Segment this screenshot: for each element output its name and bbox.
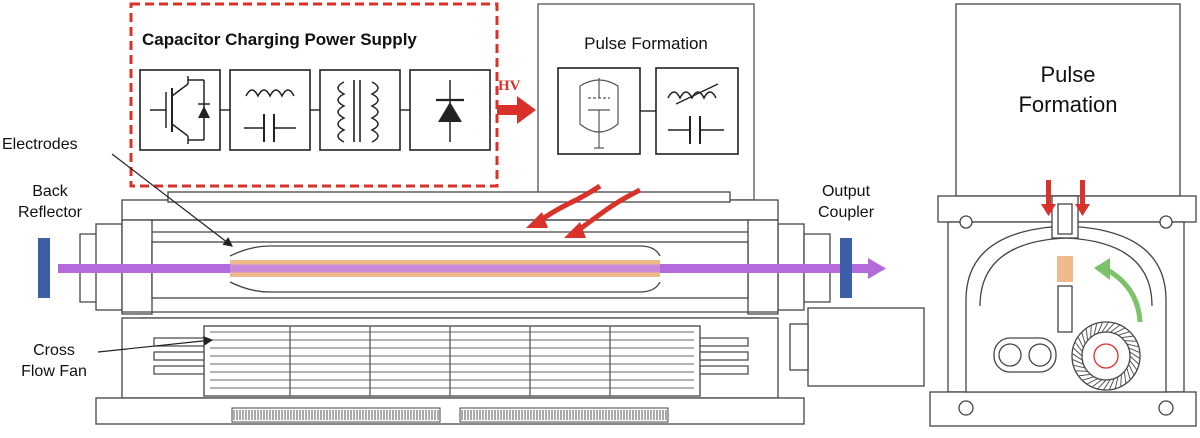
side-fan-blade bbox=[1074, 341, 1083, 353]
back-reflector-label-line2: Reflector bbox=[17, 204, 83, 221]
side-discharge bbox=[1057, 256, 1073, 282]
side-fan-blade bbox=[1085, 328, 1089, 341]
gas-flow-arrows bbox=[536, 183, 642, 235]
side-fan-blade bbox=[1097, 321, 1104, 334]
side-fan-blade bbox=[1126, 367, 1131, 380]
side-fan-blade bbox=[1124, 340, 1137, 342]
side-fan-blade bbox=[1091, 379, 1103, 388]
side-pulse-formation-line1: Pulse bbox=[1040, 62, 1096, 87]
side-fan-blade bbox=[1090, 325, 1092, 338]
back-reflector-label-line1: Back bbox=[32, 183, 68, 200]
side-fan-blade bbox=[1128, 363, 1135, 376]
hv-label: HV bbox=[498, 78, 521, 94]
output-coupler-label-line2: Coupler bbox=[817, 204, 875, 221]
side-fan-blade bbox=[1120, 374, 1122, 387]
cross-flow-fan bbox=[210, 326, 694, 396]
cross-flow-fan-label-line1: Cross bbox=[33, 342, 75, 359]
diode-icon bbox=[409, 69, 491, 151]
igbt-switch-icon bbox=[139, 69, 221, 151]
side-fan-blade bbox=[1108, 378, 1115, 391]
side-fan-blade bbox=[1129, 359, 1138, 371]
side-fan-blade bbox=[1073, 364, 1086, 369]
side-fan-blade bbox=[1071, 358, 1084, 365]
output-coupler-label-line1: Output bbox=[821, 183, 871, 200]
output-coupler bbox=[840, 238, 852, 298]
thyratron-icon bbox=[557, 67, 641, 155]
side-fan-blade bbox=[1097, 379, 1107, 390]
side-fan-blade bbox=[1082, 376, 1095, 381]
side-fan-blade bbox=[1117, 331, 1130, 336]
saturable-inductor-capacitor-icon bbox=[655, 67, 739, 155]
side-fan-blade bbox=[1075, 370, 1088, 372]
side-fan-blade bbox=[1128, 347, 1141, 354]
cross-flow-fan-label-line2: Flow Fan bbox=[21, 363, 87, 380]
side-fan-blade bbox=[1126, 343, 1139, 348]
side-fan-blade bbox=[1101, 321, 1109, 333]
power-supply-dashed-box bbox=[129, 2, 499, 188]
bottom-grille bbox=[231, 407, 669, 423]
side-view bbox=[929, 3, 1197, 427]
side-fan-blade bbox=[1123, 371, 1127, 384]
side-fan-blade bbox=[1093, 323, 1098, 336]
side-fan-blade bbox=[1072, 347, 1083, 357]
power-supply-title: Capacitor Charging Power Supply bbox=[142, 30, 417, 49]
side-fan-blade bbox=[1129, 355, 1140, 365]
hv-arrow bbox=[497, 96, 536, 124]
side-fan-blade bbox=[1114, 376, 1119, 389]
side-fan-blade bbox=[1103, 379, 1111, 391]
back-reflector bbox=[38, 238, 50, 298]
transformer-icon bbox=[319, 69, 401, 151]
side-fan-blade bbox=[1081, 332, 1086, 345]
electrodes-label: Electrodes bbox=[2, 136, 78, 153]
side-fan-blade bbox=[1077, 336, 1084, 349]
side-fan-blade bbox=[1078, 373, 1091, 377]
side-fan-blade bbox=[1109, 324, 1121, 333]
side-fan-blade bbox=[1071, 353, 1083, 361]
side-fan-blade bbox=[1105, 322, 1115, 333]
lc-resonant-circuit-icon bbox=[229, 69, 311, 151]
electrodes-leader bbox=[111, 153, 233, 247]
fan-leader bbox=[97, 336, 214, 353]
side-pulse-formation-line2: Formation bbox=[1018, 92, 1118, 117]
pulse-formation-title: Pulse Formation bbox=[584, 34, 708, 53]
side-pulse-arrows bbox=[1041, 180, 1090, 216]
side-fan-blade bbox=[1129, 351, 1141, 359]
side-fan-blade bbox=[1121, 335, 1134, 339]
side-fan-blade bbox=[1086, 378, 1099, 385]
side-fan-blade bbox=[1113, 327, 1126, 334]
